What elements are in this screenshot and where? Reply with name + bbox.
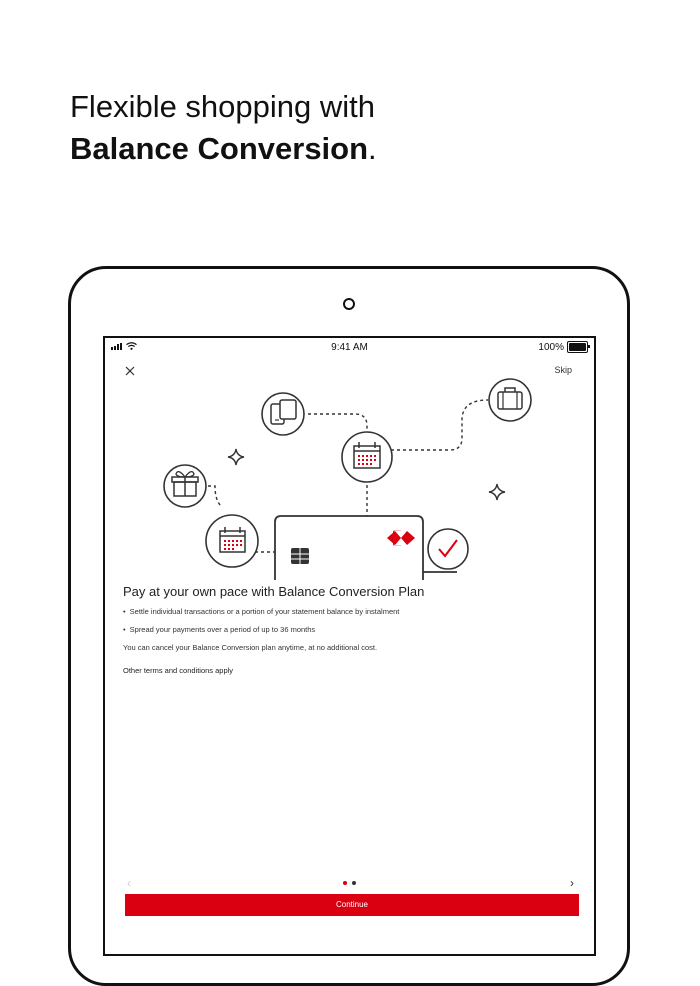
hsbc-logo	[387, 530, 415, 546]
status-indicators	[111, 342, 137, 350]
close-button[interactable]	[123, 364, 137, 378]
page-indicator: ‹ ›	[105, 876, 594, 890]
connector-line	[208, 485, 222, 507]
sparkle-icon	[488, 483, 506, 501]
credit-card-illustration	[274, 515, 457, 580]
onboarding-illustration	[163, 378, 532, 580]
bullet-text: Spread your payments over a period of up…	[129, 625, 316, 634]
tablet-camera	[343, 298, 355, 310]
gift-icon	[163, 464, 207, 508]
feature-bullet: •Settle individual transactions or a por…	[123, 607, 400, 616]
headline-bold-text: Balance Conversion	[70, 131, 369, 166]
luggage-icon	[488, 378, 532, 422]
calendar-icon	[205, 514, 259, 568]
pager-dots	[105, 881, 594, 885]
chevron-right-icon[interactable]: ›	[570, 876, 574, 890]
calendar-icon	[341, 431, 393, 483]
card-chip-icon	[291, 548, 309, 564]
status-bar: 9:41 AM 100%	[105, 338, 594, 358]
status-battery: 100%	[538, 341, 590, 353]
content-title: Pay at your own pace with Balance Conver…	[123, 584, 425, 599]
headline-suffix: .	[368, 131, 377, 166]
skip-button[interactable]: Skip	[554, 365, 572, 375]
pager-dot-active[interactable]	[343, 881, 347, 885]
feature-bullet: •Spread your payments over a period of u…	[123, 625, 316, 634]
content-section: Pay at your own pace with Balance Conver…	[123, 584, 583, 675]
status-time: 9:41 AM	[331, 342, 368, 353]
battery-fill	[569, 343, 586, 351]
cancel-note: You can cancel your Balance Conversion p…	[123, 643, 378, 652]
terms-text: Other terms and conditions apply	[123, 666, 234, 675]
continue-button[interactable]: Continue	[125, 894, 579, 916]
connector-line	[308, 413, 368, 434]
chevron-left-icon: ‹	[127, 876, 131, 890]
devices-icon	[261, 392, 305, 436]
tablet-screen: 9:41 AM 100% Skip	[103, 336, 596, 956]
checkmark-icon	[427, 528, 469, 570]
sparkle-icon	[227, 448, 245, 466]
battery-percent: 100%	[538, 341, 564, 353]
wifi-icon	[126, 342, 137, 350]
signal-icon	[111, 343, 122, 350]
bullet-text: Settle individual transactions or a port…	[129, 607, 400, 616]
battery-icon	[567, 341, 590, 353]
connector-line	[391, 399, 489, 451]
headline-line-1: Flexible shopping with	[70, 89, 376, 124]
pager-dot[interactable]	[352, 881, 356, 885]
close-icon	[125, 366, 135, 376]
page-headline: Flexible shopping with Balance Conversio…	[70, 86, 377, 170]
